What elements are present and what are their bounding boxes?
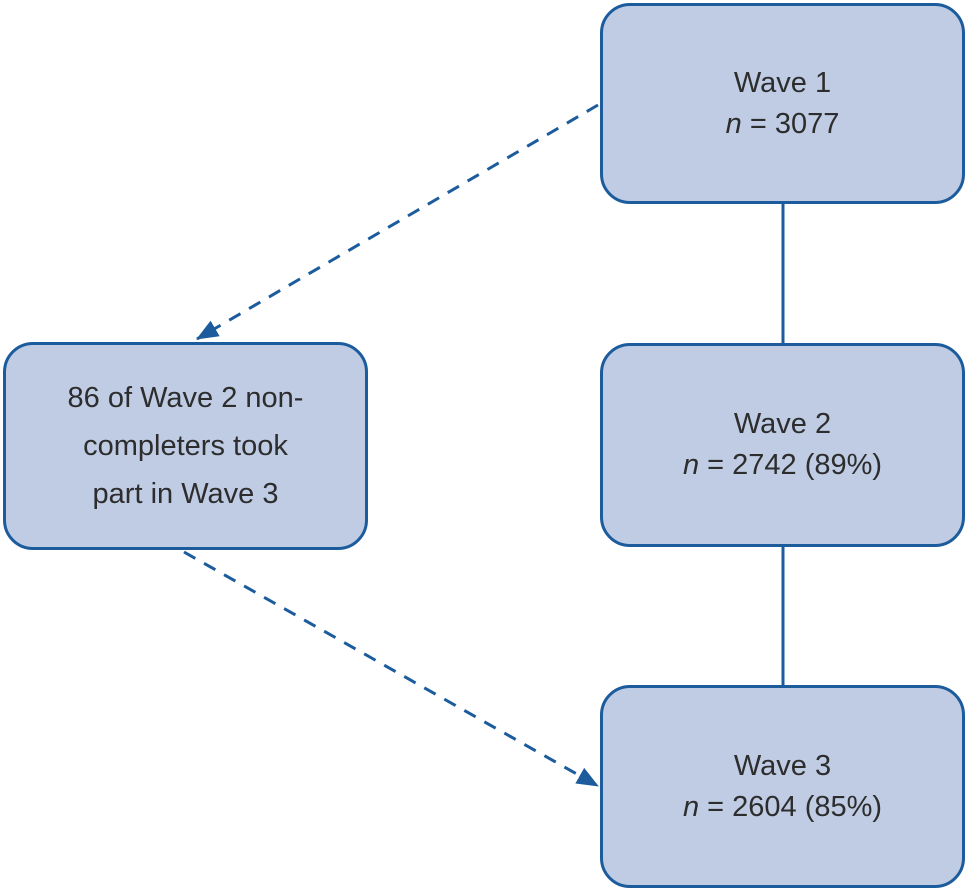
wave3-n-symbol: n: [682, 790, 700, 823]
wave1-title: Wave 1: [733, 66, 832, 99]
note-line-3: part in Wave 3: [92, 478, 279, 510]
wave3-n-rest: = 2604 (85%): [699, 790, 883, 823]
wave1-n-value: n = 3077: [726, 104, 840, 145]
wave2-title: Wave 2: [733, 408, 832, 440]
dashed-arrow-wave1-to-note: [196, 103, 599, 341]
note-box: 86 of Wave 2 non- completers took part i…: [3, 342, 368, 550]
wave2-n-symbol: n: [682, 449, 700, 481]
wave2-n-value: n = 2742 (89%): [683, 445, 882, 486]
wave1-n-rest: = 3077: [741, 107, 840, 140]
dashed-arrow-note-to-wave3: [183, 550, 599, 788]
wave1-n-symbol: n: [725, 107, 742, 140]
wave3-box: Wave 3 n = 2604 (85%): [600, 685, 965, 888]
note-line-1: 86 of Wave 2 non-: [67, 382, 304, 414]
wave2-n-rest: = 2742 (89%): [699, 449, 883, 481]
wave1-box: Wave 1 n = 3077: [600, 3, 965, 204]
note-line-2: completers took: [83, 430, 288, 462]
wave3-n-value: n = 2604 (85%): [683, 787, 882, 828]
wave2-box: Wave 2 n = 2742 (89%): [600, 343, 965, 547]
wave3-title: Wave 3: [733, 749, 832, 782]
